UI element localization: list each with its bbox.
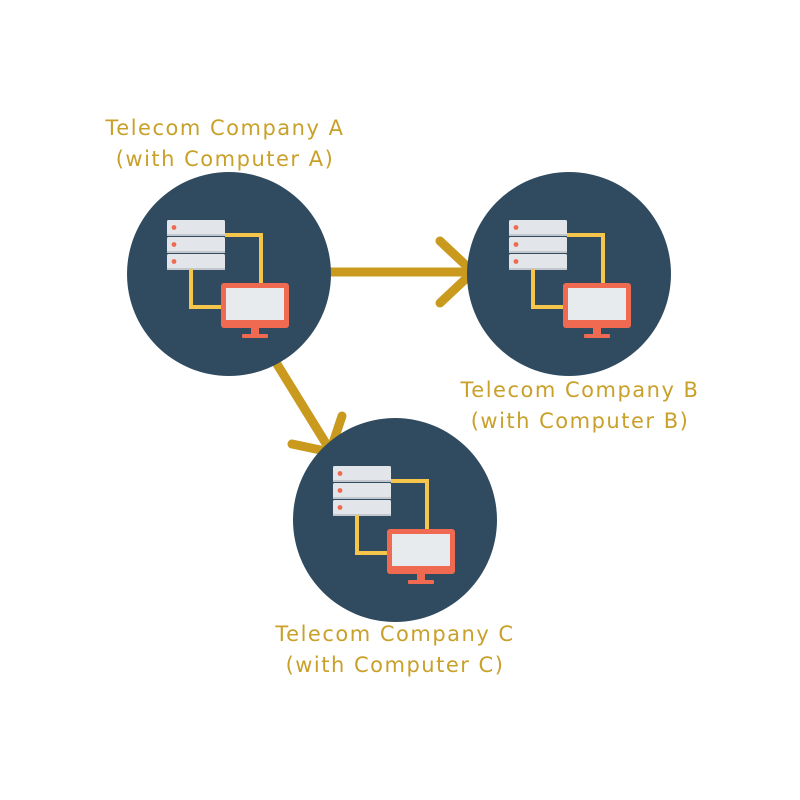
node-title: Telecom Company C [275, 622, 515, 646]
node-subtitle: (with Computer A) [115, 147, 335, 171]
node-title: Telecom Company A [105, 116, 345, 140]
node-label-company-c: Telecom Company C (with Computer C) [225, 619, 565, 681]
node-subtitle: (with Computer B) [470, 409, 690, 433]
node-company-c [293, 418, 497, 622]
arrow-a-to-c [267, 351, 347, 457]
arrow-a-to-b [313, 236, 478, 308]
node-company-b [467, 172, 671, 376]
node-title: Telecom Company B [460, 378, 700, 402]
node-subtitle: (with Computer C) [285, 653, 505, 677]
node-company-a [127, 172, 331, 376]
node-label-company-b: Telecom Company B (with Computer B) [410, 375, 750, 437]
node-label-company-a: Telecom Company A (with Computer A) [60, 113, 390, 175]
edges-layer [267, 236, 478, 457]
